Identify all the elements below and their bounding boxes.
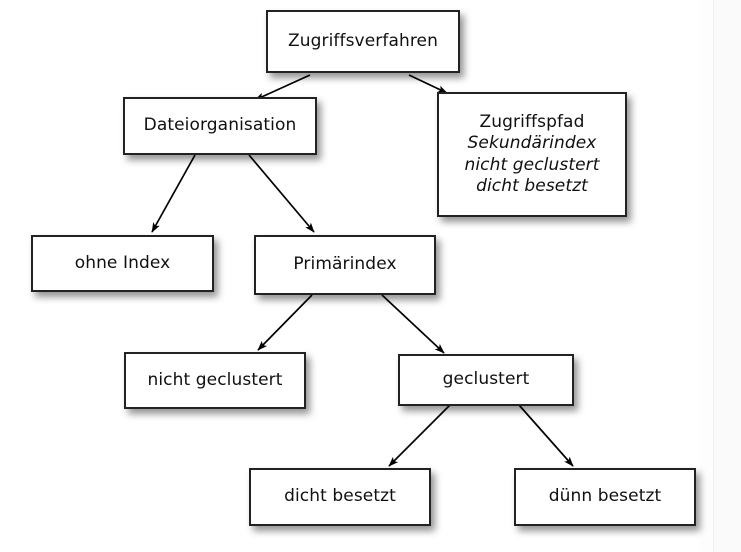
node-label-line: geclustert (442, 369, 530, 390)
node-label-group: Dateiorganisation (125, 115, 315, 136)
edge-primaerindex-geclustert (381, 294, 445, 354)
node-geclustert[interactable]: geclustert (398, 354, 574, 406)
edge-dateiorganisation-ohne-index (151, 154, 196, 233)
node-label-line-title: Zugriffspfad (479, 112, 585, 132)
right-edge-strip-inner (700, 0, 714, 552)
node-label-line-dicht-besetzt: dicht besetzt (476, 175, 588, 196)
edge-geclustert-duenn-besetzt (518, 404, 574, 467)
node-label-line: dicht besetzt (284, 486, 396, 507)
node-label-line-sekundaerindex: Sekundärindex (467, 133, 597, 154)
node-primaerindex[interactable]: Primärindex (254, 235, 436, 295)
node-dateiorganisation[interactable]: Dateiorganisation (123, 97, 317, 155)
node-label-group: dicht besetzt (251, 486, 429, 507)
node-label-line-nicht-geclustert: nicht geclustert (464, 154, 600, 175)
node-dicht-besetzt[interactable]: dicht besetzt (249, 468, 431, 526)
edge-primaerindex-nicht-geclustert (257, 294, 313, 351)
edge-zugriffsverfahren-zugriffspfad (408, 74, 448, 94)
node-label-line: dünn besetzt (548, 486, 662, 507)
node-label-group: ohne Index (33, 253, 212, 274)
node-label-group: Primärindex (256, 254, 434, 275)
node-label-group: nicht geclustert (126, 370, 304, 391)
node-zugriffsverfahren[interactable]: Zugriffsverfahren (266, 10, 460, 73)
node-label-group: dünn besetzt (516, 486, 694, 507)
node-label-line: ohne Index (74, 252, 171, 273)
node-label-line: Primärindex (293, 254, 397, 275)
node-label-group: geclustert (400, 369, 572, 390)
node-label-line: Zugriffsverfahren (288, 30, 438, 51)
edge-geclustert-dicht-besetzt (388, 404, 451, 467)
node-label-group: Zugriffspfad Sekundärindex nicht geclust… (439, 112, 625, 197)
node-label-line: Dateiorganisation (143, 115, 297, 136)
node-zugriffspfad[interactable]: Zugriffspfad Sekundärindex nicht geclust… (437, 92, 627, 217)
edge-dateiorganisation-primaerindex (248, 154, 315, 233)
node-duenn-besetzt[interactable]: dünn besetzt (514, 468, 696, 526)
node-ohne-index[interactable]: ohne Index (31, 235, 214, 292)
node-nicht-geclustert[interactable]: nicht geclustert (124, 352, 306, 409)
node-label-group: Zugriffsverfahren (268, 31, 458, 52)
node-label-line: nicht geclustert (147, 369, 283, 390)
right-edge-strip (713, 0, 741, 552)
